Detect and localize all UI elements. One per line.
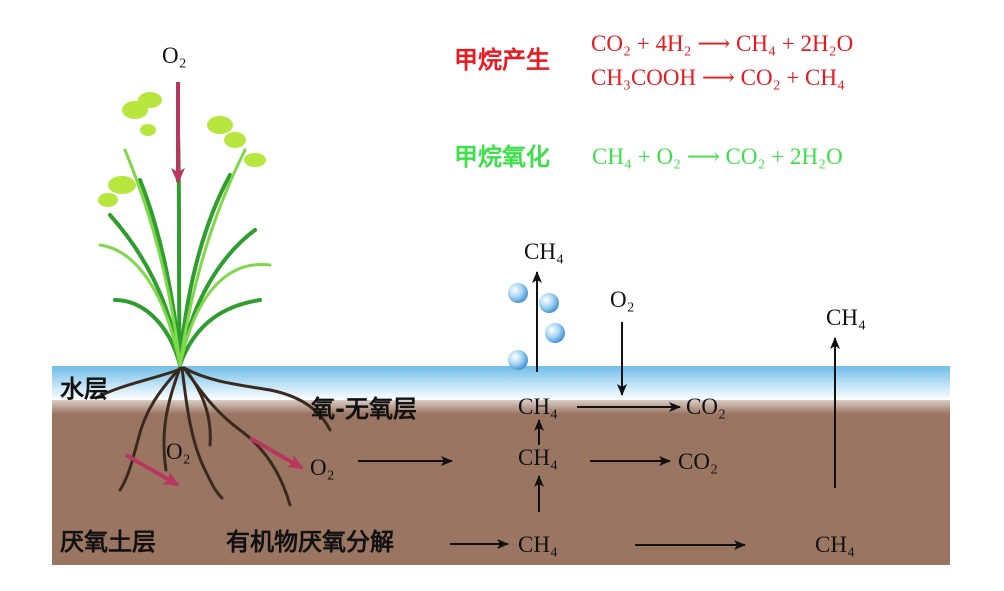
- bubble: [508, 350, 528, 370]
- ch4-right-top-label: CH₄: [826, 305, 866, 330]
- flow-arrows: [358, 271, 840, 550]
- bubble: [508, 283, 528, 303]
- ch4-bubble-top-label: CH₄: [524, 239, 564, 264]
- ch4-bottom-label: CH₄: [518, 532, 558, 557]
- oxic-anoxic-layer-label: 氧-无氧层: [311, 395, 417, 423]
- bubble: [545, 323, 565, 343]
- ch4-right-bottom-label: CH₄: [815, 532, 855, 557]
- o2-transport-arrows: [125, 82, 304, 487]
- rice-plant: [98, 92, 272, 367]
- soil-layer: [52, 400, 950, 565]
- o2-in-label: O₂: [610, 287, 635, 312]
- bubble: [539, 293, 559, 313]
- methane-bubbles: [508, 283, 565, 370]
- rice-roots: [94, 366, 332, 507]
- o2-root-right-label: O₂: [310, 455, 335, 480]
- o2-root-left-label: O₂: [166, 439, 191, 464]
- oxidation-equation: CH₄ + O₂ ⟶ CO₂ + 2H₂O: [592, 144, 843, 169]
- water-layer-label: 水层: [60, 375, 108, 403]
- co2-interface-label: CO₂: [686, 394, 726, 419]
- production-equation-1: CO₂ + 4H₂ ⟶ CH₄ + 2H₂O: [591, 31, 854, 56]
- anoxic-soil-layer-label: 厌氧土层: [60, 528, 156, 556]
- o2-top-label: O₂: [162, 43, 187, 68]
- co2-mid-label: CO₂: [678, 449, 718, 474]
- production-equation-2: CH₃COOH ⟶ CO₂ + CH₄: [591, 65, 846, 90]
- o2-root-arrow-right: [249, 436, 304, 470]
- production-label: 甲烷产生: [454, 46, 550, 74]
- o2-root-arrow-left: [125, 453, 180, 487]
- ch4-interface-label: CH₄: [518, 394, 558, 419]
- decomposition-label: 有机物厌氧分解: [226, 528, 394, 556]
- oxidation-label: 甲烷氧化: [454, 143, 550, 171]
- ch4-mid-label: CH₄: [518, 445, 558, 470]
